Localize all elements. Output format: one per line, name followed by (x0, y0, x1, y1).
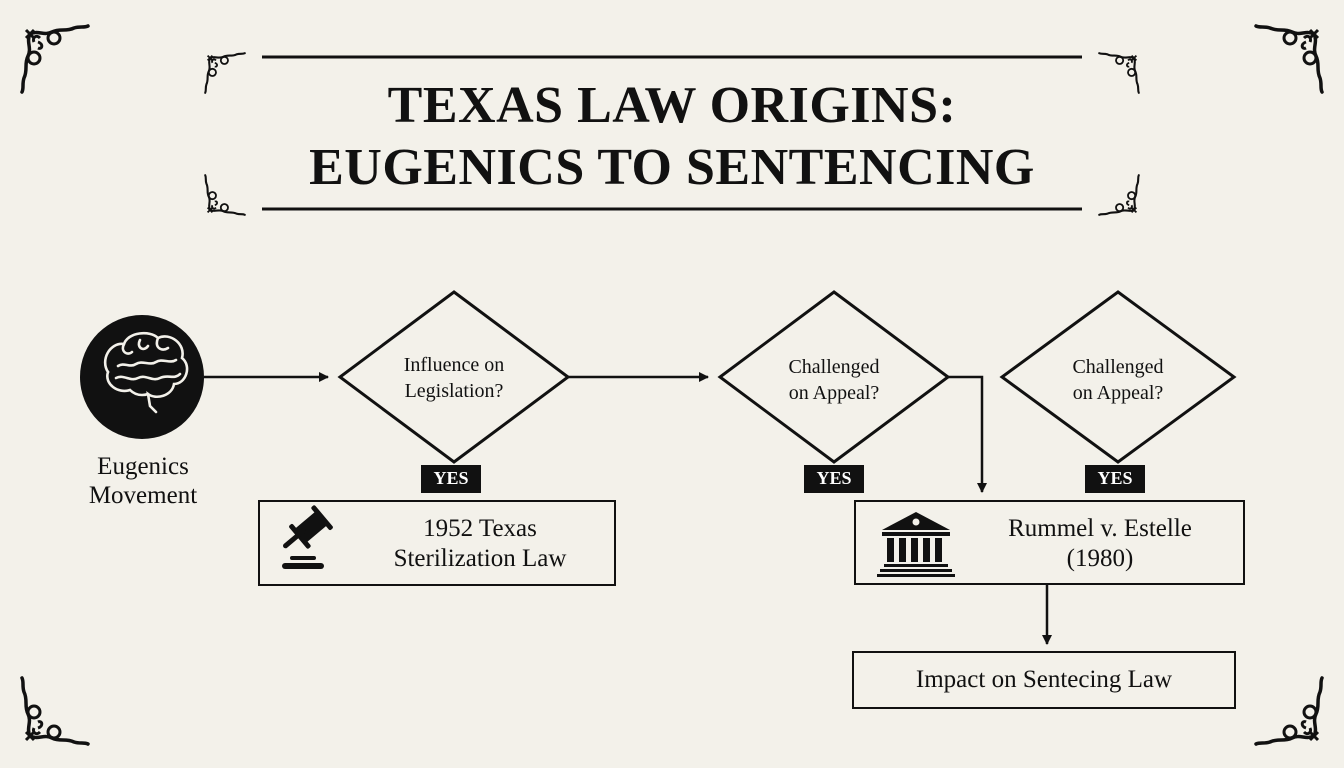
decision3-line1: Challenged (1072, 356, 1164, 378)
decision1-line2: Legislation? (404, 380, 504, 402)
decision3-text: Challenged on Appeal? (1038, 354, 1198, 406)
rummel-case-box (854, 500, 1245, 585)
start-node-label: Eugenics Movement (70, 452, 216, 510)
decision2-line1: Challenged (788, 356, 880, 378)
sterilization-law-line2: Sterilization Law (393, 545, 567, 572)
sterilization-law-line1: 1952 Texas (423, 515, 537, 542)
decision3-line2: on Appeal? (1072, 382, 1164, 404)
brain-icon (103, 331, 189, 414)
start-node-label-line2: Movement (88, 482, 198, 509)
page-title-line2: EUGENICS TO SENTENCING (309, 139, 1035, 196)
decision1-text: Influence on Legislation? (374, 352, 534, 404)
start-node-label-line1: Eugenics (97, 453, 189, 480)
rummel-case-text: Rummel v. Estelle (1980) (970, 514, 1230, 574)
sterilization-law-box (258, 500, 616, 586)
page-title-line1: TEXAS LAW ORIGINS: (387, 77, 957, 134)
decision1-diamond (337, 290, 571, 464)
decision2-diamond (717, 290, 951, 464)
decision1-yes-badge: YES (421, 465, 481, 493)
gavel-icon (282, 505, 333, 569)
sterilization-law-text: 1952 Texas Sterilization Law (360, 514, 600, 574)
decision3-yes-badge: YES (1085, 465, 1145, 493)
connector-decision2-to-case (948, 375, 987, 493)
decision2-yes-badge: YES (804, 465, 864, 493)
impact-box (852, 651, 1236, 709)
decision3-diamond (999, 290, 1237, 464)
decision1-line1: Influence on (403, 354, 505, 376)
rummel-case-line2: (1980) (1066, 545, 1134, 572)
courthouse-icon (877, 512, 955, 577)
decision2-text: Challenged on Appeal? (754, 354, 914, 406)
rummel-case-line1: Rummel v. Estelle (1008, 515, 1192, 542)
impact-text: Impact on Sentecing Law (915, 666, 1173, 693)
decision2-line2: on Appeal? (788, 382, 880, 404)
